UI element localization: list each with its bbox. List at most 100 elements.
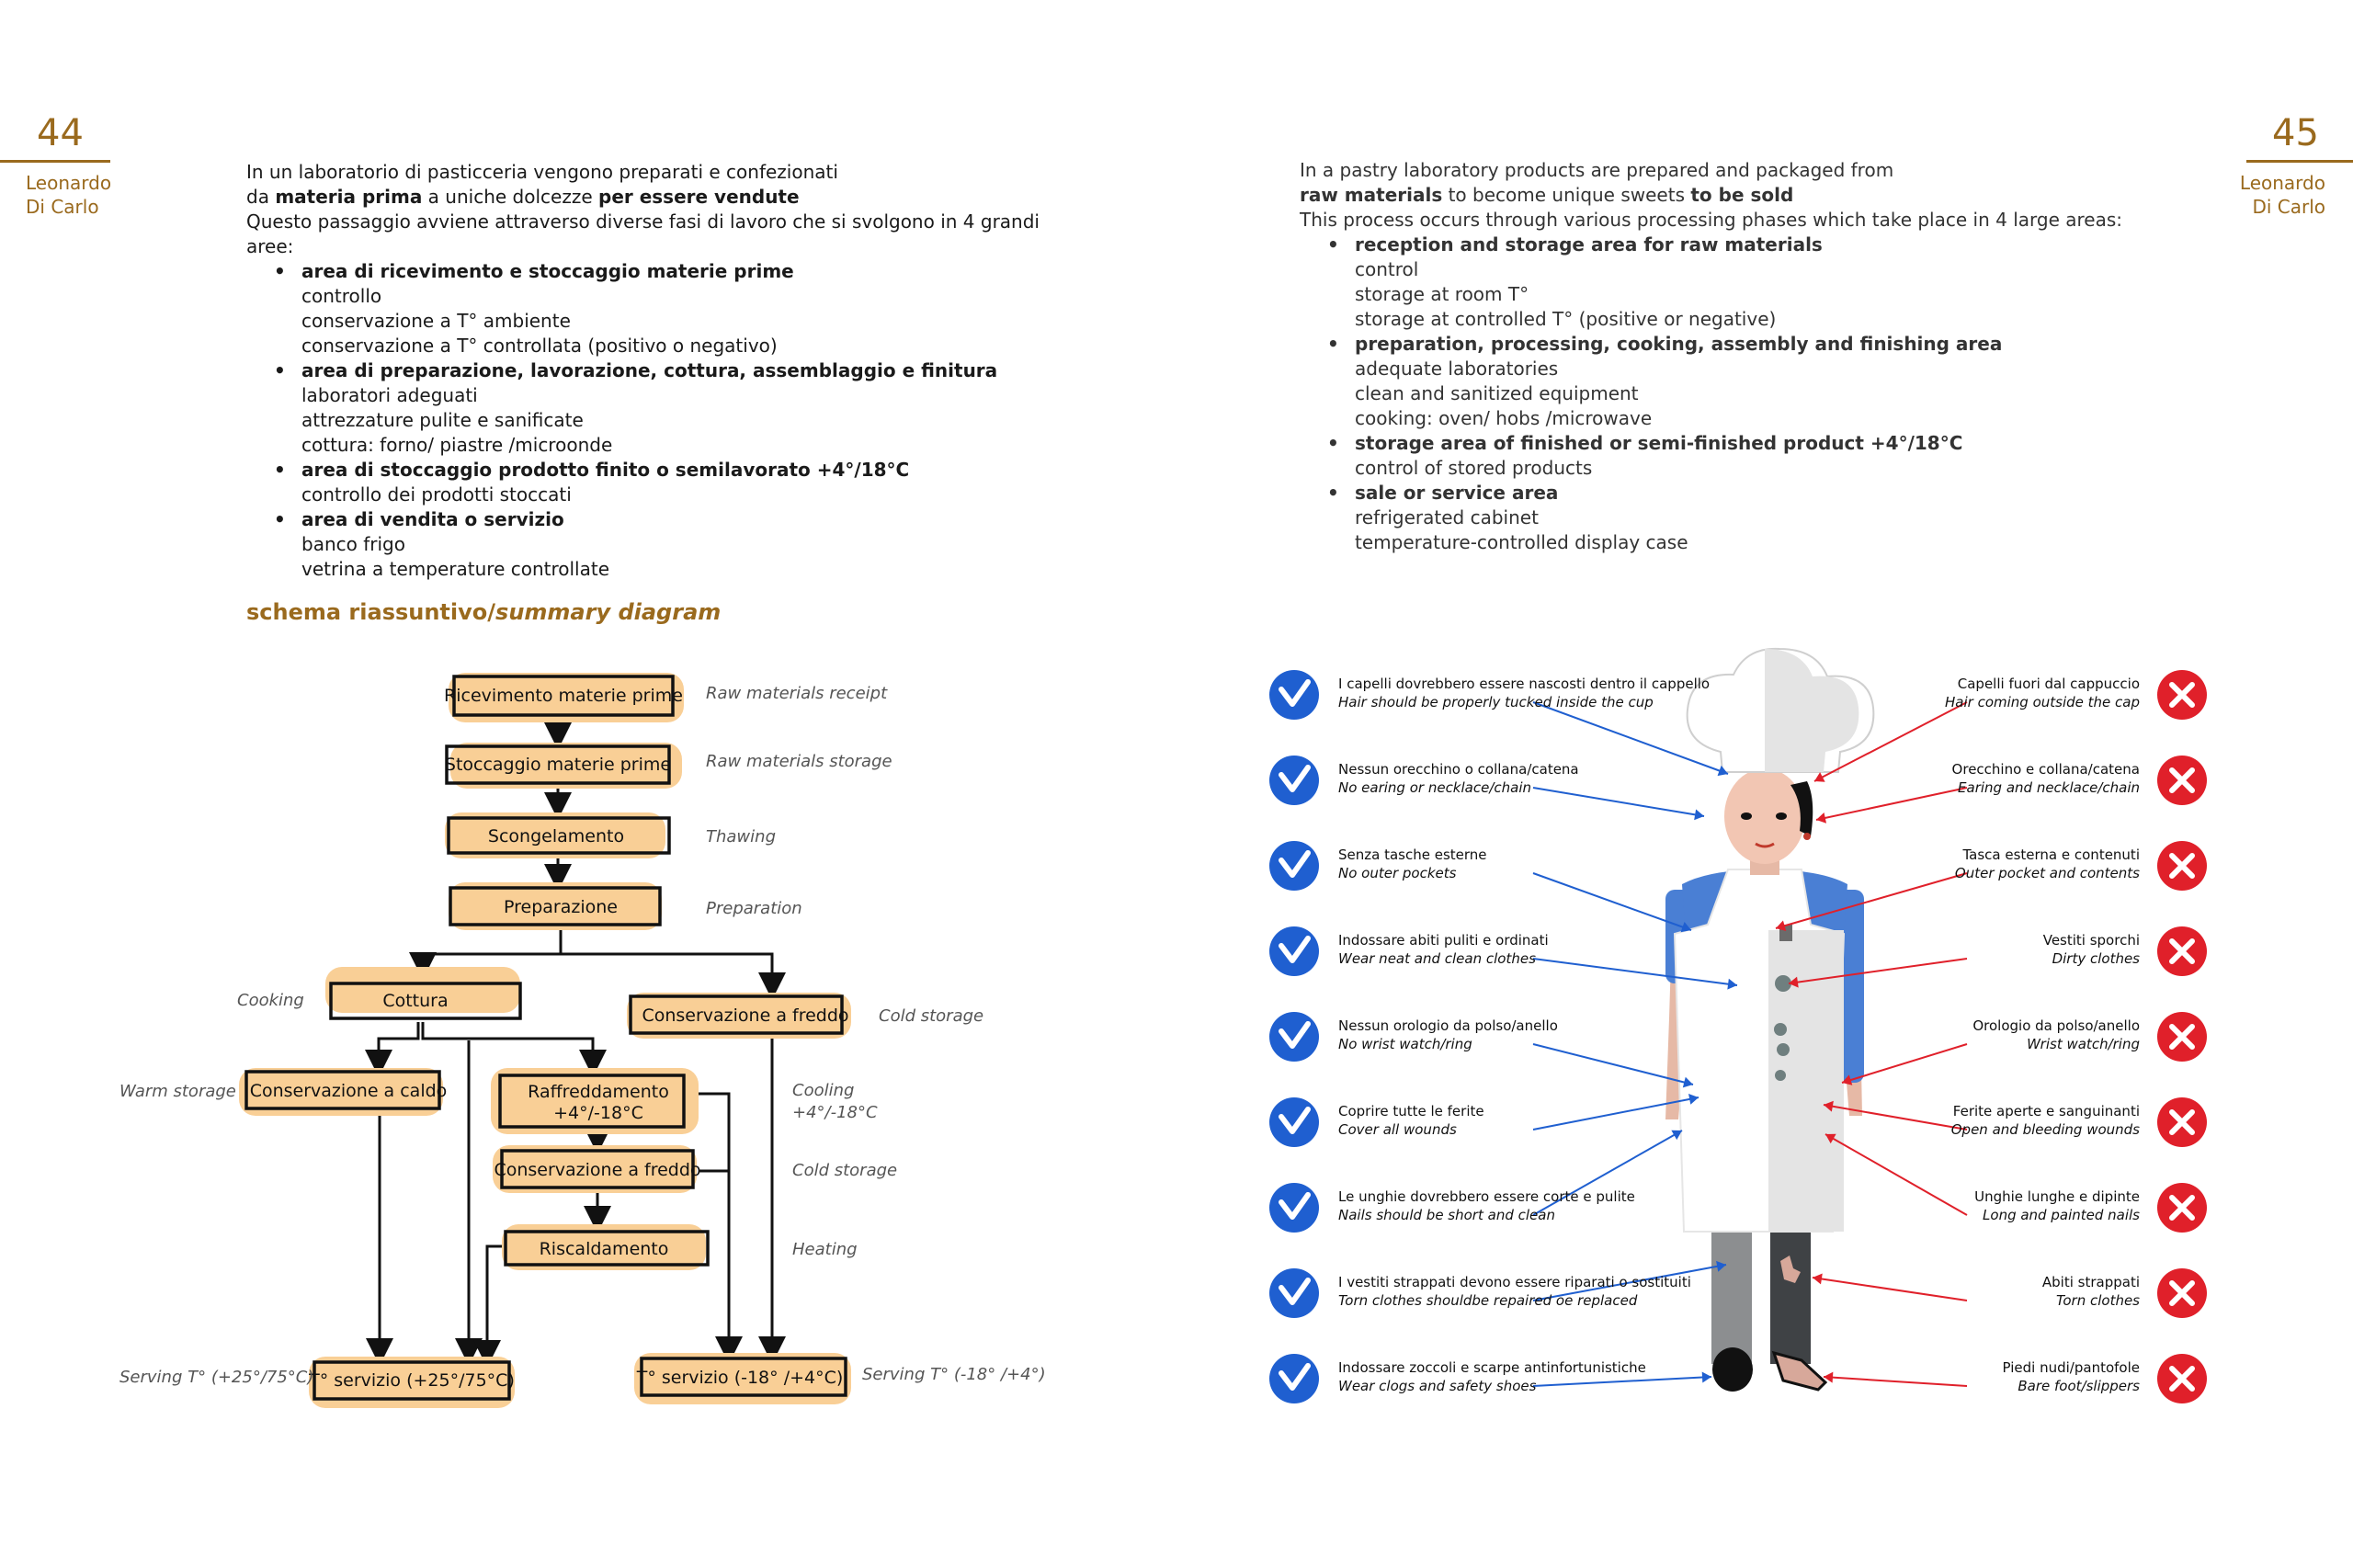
do-label-en: No earing or necklace/chain: [1338, 779, 1531, 796]
cross-mark: [2169, 853, 2195, 879]
do-item: I vestiti strappati devono essere ripara…: [1269, 1268, 1691, 1318]
check-mark: [1279, 1107, 1311, 1134]
do-callout-line: [1532, 1264, 1727, 1301]
note-prep: Preparation: [706, 899, 802, 918]
flow-connector: [421, 1022, 607, 1077]
area-item: banco frigo: [301, 533, 405, 555]
do-arrowhead: [1701, 1371, 1711, 1383]
do-label-en: Nails should be short and clean: [1338, 1207, 1555, 1223]
dont-callout-line: [1823, 1104, 1968, 1131]
check-icon: [1269, 756, 1319, 805]
do-label-en: Cover all wounds: [1338, 1121, 1457, 1138]
dont-label-en: Open and bleeding wounds: [1951, 1121, 2140, 1138]
box-serve-hot-label: T° servizio (+25°/75°C): [308, 1370, 515, 1391]
cross-mark: [2169, 1280, 2195, 1306]
check-icon: [1269, 1268, 1319, 1318]
dont-callout-line: [1812, 1277, 1968, 1301]
box-heat: [504, 1230, 710, 1267]
area-heading: area di stoccaggio prodotto finito o sem…: [246, 458, 1074, 483]
page-number-left: 44: [37, 112, 84, 154]
note-warm: Warm storage: [119, 1082, 236, 1101]
check-mark: [1279, 765, 1311, 792]
cross-mark: [2169, 682, 2195, 708]
box-chill: [498, 1074, 686, 1129]
note-storage: Raw materials storage: [706, 752, 892, 771]
do-callout-line: [1532, 1376, 1712, 1387]
area-heading: area di vendita o servizio: [246, 507, 1074, 532]
box-serve-hot: [313, 1360, 511, 1401]
note-heat: Heating: [792, 1240, 858, 1259]
cross-mark: [2169, 1195, 2195, 1221]
intro-text-it: In un laboratorio di pasticceria vengono…: [246, 160, 1074, 582]
dont-label-en: Earing and necklace/chain: [1958, 779, 2140, 796]
dont-arrowhead: [1824, 1100, 1834, 1112]
intro-line: Questo passaggio avviene attraverso dive…: [246, 210, 1040, 257]
do-list: I capelli dovrebbero essere nascosti den…: [1269, 670, 1710, 1403]
dont-label-it: Abiti strappati: [2042, 1274, 2140, 1290]
chef-left-leg: [1711, 1215, 1752, 1364]
area-item: controllo: [301, 285, 382, 307]
do-arrowhead: [1694, 809, 1704, 821]
box-chill-label: Raffreddamento: [528, 1082, 669, 1102]
note-cold2: Cold storage: [792, 1161, 897, 1180]
flow-connector: [689, 1092, 743, 1364]
box-thaw: [447, 816, 671, 855]
do-label-it: Nessun orologio da polso/anello: [1338, 1017, 1558, 1034]
box-cold2: [500, 1149, 695, 1189]
do-label-it: Indossare zoccoli e scarpe antinfortunis…: [1338, 1359, 1646, 1376]
area-item: conservazione a T° controllata (positivo…: [301, 335, 778, 357]
do-callout-line: [1532, 958, 1738, 986]
check-icon: [1269, 1012, 1319, 1062]
intro-line: raw materials to become unique sweets to…: [1300, 184, 1794, 206]
dont-label-en: Outer pocket and contents: [1955, 865, 2140, 881]
box-storage-label: Stoccaggio materie prime: [445, 755, 671, 775]
box-cold1-label: Conservazione a freddo: [642, 1006, 848, 1026]
box-serve-cold-label: T° servizio (-18° /+4°C): [636, 1368, 844, 1388]
check-icon: [1269, 1354, 1319, 1403]
do-label-it: Nessun orecchino o collana/catena: [1338, 761, 1579, 778]
cross-mark: [2169, 938, 2195, 964]
author-last-name: Di Carlo: [26, 196, 99, 218]
stain: [1774, 1023, 1787, 1036]
note-cold1: Cold storage: [879, 1006, 983, 1026]
dont-arrowhead: [1813, 1273, 1823, 1285]
check-mark: [1279, 1363, 1311, 1391]
dont-arrowhead: [1789, 976, 1799, 988]
summary-flowchart: Ricevimento materie prime Stoccaggio mat…: [119, 673, 1046, 1408]
box-receipt-label: Ricevimento materie prime: [444, 686, 683, 706]
area-heading: area di ricevimento e stoccaggio materie…: [246, 259, 1074, 284]
chef-face: [1724, 768, 1805, 864]
dont-callout-line: [1815, 787, 1968, 821]
box-prep-label: Preparazione: [504, 897, 618, 917]
flow-connector: [561, 952, 786, 1000]
dont-label-it: Capelli fuori dal cappuccio: [1958, 676, 2140, 692]
area-item: refrigerated cabinet: [1355, 506, 1539, 528]
do-label-it: Indossare abiti puliti e ordinati: [1338, 932, 1549, 949]
check-mark: [1279, 850, 1311, 878]
dont-arrowhead: [1842, 1074, 1853, 1085]
box-serve-cold: [640, 1357, 847, 1397]
flow-connector: [473, 1244, 506, 1368]
areas-list-it: area di ricevimento e stoccaggio materie…: [246, 259, 1074, 582]
box-cold2-label: Conservazione a freddo: [494, 1160, 700, 1180]
note-cook: Cooking: [237, 991, 304, 1010]
area-item: storage at controlled T° (positive or ne…: [1355, 308, 1777, 330]
do-label-en: Wear neat and clean clothes: [1338, 950, 1536, 967]
do-callout-line: [1532, 1043, 1694, 1085]
dont-callout-line: [1824, 1133, 1968, 1216]
cross-mark: [2169, 1366, 2195, 1392]
area-item: attrezzature pulite e sanificate: [301, 409, 584, 431]
check-mark: [1279, 1021, 1311, 1049]
do-arrowhead: [1716, 1260, 1726, 1272]
dont-label-it: Ferite aperte e sanguinanti: [1953, 1103, 2140, 1119]
do-label-it: I capelli dovrebbero essere nascosti den…: [1338, 676, 1710, 692]
box-cook-label: Cottura: [382, 991, 448, 1011]
intro-line: This process occurs through various proc…: [1300, 209, 2122, 231]
